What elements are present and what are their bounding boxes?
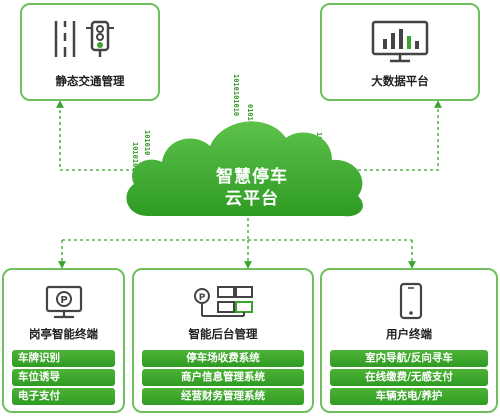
- binary-stream: 01010: [246, 104, 254, 126]
- binary-stream: 10101010: [131, 142, 139, 176]
- backend-network-icon: P: [194, 286, 253, 317]
- feature-item: 在线缴费/无感支付: [330, 369, 488, 386]
- traffic-light-road-icon: [54, 20, 114, 57]
- feature-item: 车辆充电/养护: [330, 388, 488, 405]
- static-traffic-title: 静态交通管理: [55, 74, 125, 88]
- backend-management-box: P 智能后台管理 停车场收费系统 商户信息管理系统 经营财务管理系统: [132, 268, 314, 413]
- big-data-title: 大数据平台: [371, 74, 429, 88]
- feature-item: 商户信息管理系统: [142, 369, 304, 386]
- binary-stream: 101010: [143, 130, 151, 156]
- feature-item: 车牌识别: [12, 350, 115, 367]
- feature-item: 停车场收费系统: [142, 350, 304, 367]
- connector-to-top-left: [56, 100, 165, 171]
- static-traffic-box: 静态交通管理: [20, 3, 160, 101]
- parking-terminal-icon: P: [45, 285, 83, 319]
- feature-item: 室内导航/反向寻车: [330, 350, 488, 367]
- svg-text:P: P: [199, 293, 206, 303]
- kiosk-terminal-box: P 岗亭智能终端 车牌识别 车位诱导 电子支付: [2, 268, 125, 413]
- binary-stream: 1010101010: [232, 74, 240, 117]
- big-data-box: 大数据平台: [320, 3, 480, 101]
- monitor-chart-icon: [371, 20, 429, 63]
- user-terminal-title: 用户终端: [386, 327, 432, 341]
- svg-text:P: P: [60, 295, 67, 306]
- smartphone-icon: [399, 282, 423, 320]
- cloud-line1: 智慧停车: [216, 167, 288, 187]
- backend-management-title: 智能后台管理: [188, 327, 258, 341]
- cloud-line2: 云平台: [225, 189, 279, 209]
- user-terminal-box: 用户终端 室内导航/反向寻车 在线缴费/无感支付 车辆充电/养护: [320, 268, 498, 413]
- kiosk-terminal-title: 岗亭智能终端: [29, 327, 98, 341]
- feature-item: 经营财务管理系统: [142, 388, 304, 405]
- feature-item: 电子支付: [12, 388, 115, 405]
- cloud-icon: [126, 121, 363, 217]
- feature-item: 车位诱导: [12, 369, 115, 386]
- connector-to-top-right: [340, 100, 442, 171]
